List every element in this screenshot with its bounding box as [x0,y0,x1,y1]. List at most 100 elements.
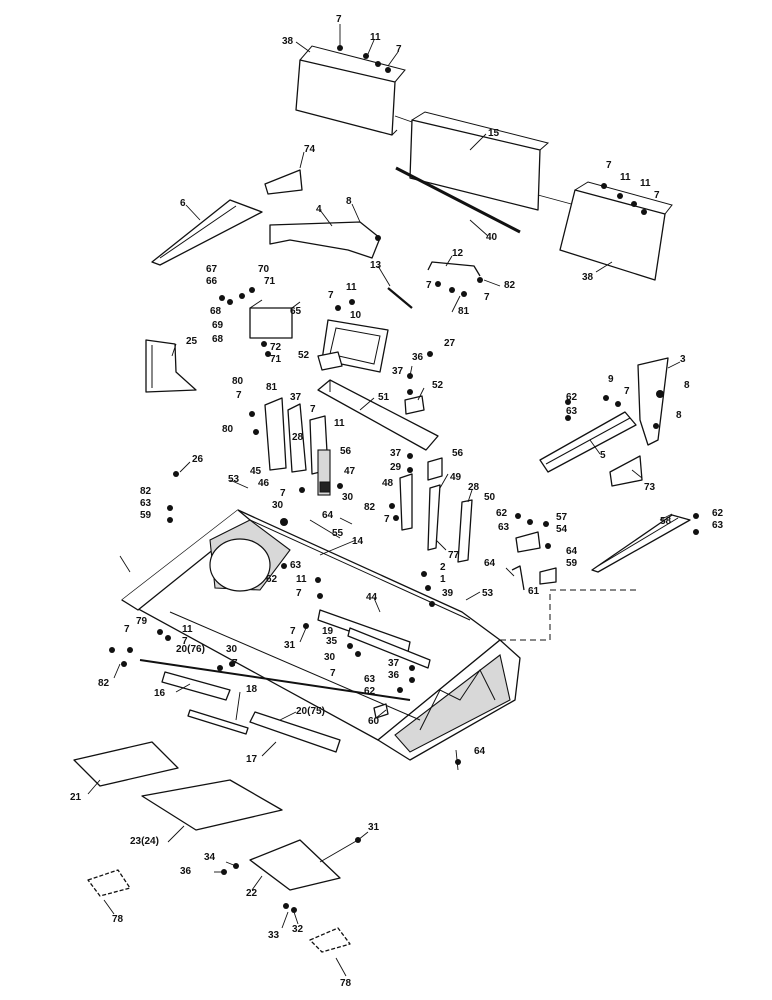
callout-c58: 56 [340,446,352,457]
callout-c62: 45 [250,466,262,477]
callout-c55: 11 [334,418,345,429]
callout-c13: 8 [346,196,352,207]
callout-labels: 7 38 11 7 15 74 7 11 11 7 6 4 8 40 38 13… [70,14,724,989]
callout-c14: 40 [486,232,498,243]
callout-c99: 7 [296,588,302,599]
callout-c38: 27 [444,338,456,349]
part-14-header-frame [121,509,640,761]
callout-c20: 66 [206,276,218,287]
callout-c32: 68 [212,334,224,345]
callout-c124: 20(75) [296,706,325,717]
callout-c126: 64 [474,746,486,757]
callout-c97: 59 [566,558,578,569]
callout-c64: 26 [192,454,204,465]
part-73-plate [609,455,643,487]
callout-c94: 64 [484,558,496,569]
part-3-bracket [637,357,669,446]
callout-c24: 7 [426,280,432,291]
callout-c111: 31 [284,640,296,651]
callout-c31: 69 [212,320,224,331]
callout-c9: 11 [640,178,651,189]
part-25-panel [145,339,197,393]
part-22-sheet [249,839,341,891]
callout-c7: 7 [606,160,612,171]
callout-c110: 35 [326,636,338,647]
callout-c36: 52 [298,350,310,361]
part-38-top-left-shield [295,45,406,136]
callout-c3: 11 [370,32,381,43]
callout-c105: 11 [182,624,193,635]
part-4-bracket [269,221,381,259]
callout-c95: 62 [266,574,278,585]
callout-c88: 54 [556,524,568,535]
callout-c133: 22 [246,888,258,899]
callout-c43: 81 [266,382,278,393]
callout-c6: 74 [304,144,316,155]
part-47-bracket [317,449,331,496]
callout-c83: 57 [556,512,568,523]
callout-c48: 8 [684,380,690,391]
callout-c80: 7 [384,514,390,525]
callout-c17: 12 [452,248,464,259]
callout-c68: 73 [644,482,656,493]
callout-c136: 32 [292,924,304,935]
callout-c23: 11 [346,282,357,293]
part-74-plate [264,169,303,195]
callout-c69: 7 [280,488,286,499]
callout-c77: 64 [322,510,334,521]
callout-c135: 33 [268,930,280,941]
part-13-rod [387,287,413,309]
callout-c125: 60 [368,716,380,727]
callout-c46: 51 [378,392,390,403]
callout-c51: 63 [566,406,578,417]
callout-c106: 7 [182,636,188,647]
callout-c26: 82 [504,280,516,291]
part-78-plate-left [87,869,131,897]
part-54-clip [515,531,541,553]
callout-c67: 49 [450,472,462,483]
callout-c108: 7 [290,626,296,637]
callout-c72: 28 [468,482,480,493]
callout-c75: 63 [140,498,152,509]
callout-c2: 38 [282,36,294,47]
part-58-divider [591,514,691,573]
callout-c81: 55 [332,528,344,539]
callout-c63: 46 [258,478,270,489]
callout-c131: 34 [204,852,216,863]
callout-c71: 48 [382,478,394,489]
part-17-angle [249,711,341,753]
callout-c50: 7 [624,386,630,397]
callout-c102: 53 [482,588,494,599]
part-21-sheet [73,741,179,787]
callout-c98: 11 [296,574,307,585]
callout-c73: 50 [484,492,496,503]
part-60-clip [373,703,389,719]
callout-c54: 7 [310,404,316,415]
callout-c59: 29 [390,462,402,473]
part-52-plate-a [317,351,343,371]
callout-c114: 7 [232,658,238,669]
callout-c41: 52 [432,380,444,391]
callout-c130: 31 [368,822,380,833]
callout-c91: 64 [566,546,578,557]
callout-c57: 28 [292,432,304,443]
callout-c103: 44 [366,592,378,603]
part-44-rails [317,609,431,669]
callout-c28: 10 [350,310,362,321]
callout-c123: 18 [246,684,258,695]
callout-c118: 7 [330,668,336,679]
part-78-plate-right [309,927,351,953]
callout-c96: 1 [440,574,446,585]
callout-c12: 4 [316,204,322,215]
callout-c70: 30 [272,500,284,511]
callout-c76: 30 [342,492,354,503]
callout-c122: 16 [154,688,166,699]
callout-c134: 78 [112,914,124,925]
callout-c25: 7 [484,292,490,303]
callout-c15: 38 [582,272,594,283]
callout-c101: 61 [528,586,540,597]
callout-c116: 37 [388,658,400,669]
callout-c128: 21 [70,792,82,803]
callout-c113: 30 [226,644,238,655]
